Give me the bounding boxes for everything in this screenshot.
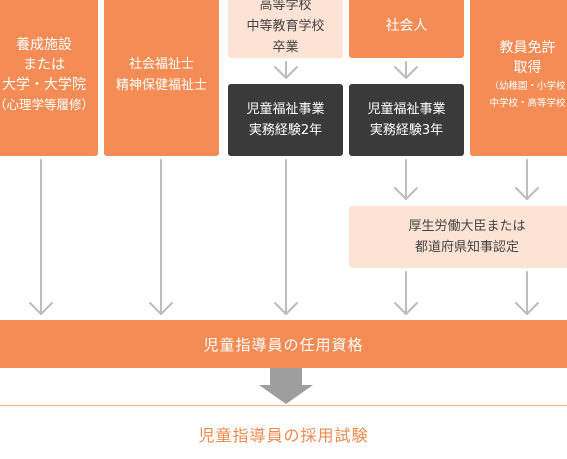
box-teacher-license-line-1: 教員免許 xyxy=(499,40,556,56)
qualification-bar: 児童指導員の任用資格 xyxy=(0,320,567,368)
box-facility-line-1: 養成施設 xyxy=(16,37,72,53)
box-highschool-line-2: 中等教育学校 xyxy=(246,18,325,34)
box-facility-line-4: （心理学等履修） xyxy=(0,97,94,112)
box-ministry-approval: 厚生労働大臣または 都道府県知事認定 xyxy=(349,206,567,268)
box-highschool: 高等学校 中等教育学校 卒業 xyxy=(228,0,343,58)
box-experience-2yr-line-1: 児童福祉事業 xyxy=(246,102,325,117)
box-social-worker-line-2: 精神保健福祉士 xyxy=(115,78,207,93)
box-facility-line-3: 大学・大学院 xyxy=(2,77,86,93)
box-highschool-line-3: 卒業 xyxy=(272,39,299,55)
box-experience-3yr-line-1: 児童福祉事業 xyxy=(367,102,446,117)
box-experience-3yr-line-2: 実務経験3年 xyxy=(369,123,444,138)
box-experience-2yr: 児童福祉事業 実務経験2年 xyxy=(228,84,343,156)
box-experience-3yr: 児童福祉事業 実務経験3年 xyxy=(349,84,464,156)
exam-title: 児童指導員の採用試験 xyxy=(198,426,369,445)
box-facility-line-2: または xyxy=(23,57,65,73)
box-ministry-approval-line-2: 都道府県知事認定 xyxy=(414,240,519,255)
box-social-worker-line-1: 社会福祉士 xyxy=(128,57,194,72)
exam-divider xyxy=(0,405,567,406)
qualification-bar-label: 児童指導員の任用資格 xyxy=(203,335,364,354)
box-teacher-license: 教員免許 取得 （幼稚園・小学校 中学校・高等学校 xyxy=(470,0,567,156)
box-social-worker: 社会福祉士 精神保健福祉士 xyxy=(104,0,219,156)
box-teacher-license-line-2: 取得 xyxy=(513,60,542,76)
box-teacher-license-line-3: （幼稚園・小学校 xyxy=(489,81,566,92)
big-down-arrow xyxy=(259,368,313,404)
box-teacher-license-line-4: 中学校・高等学校 xyxy=(489,98,566,109)
box-highschool-line-1: 高等学校 xyxy=(259,0,312,13)
box-ministry-approval-line-1: 厚生労働大臣または xyxy=(408,219,526,234)
box-facility: 養成施設 または 大学・大学院 （心理学等履修） xyxy=(0,0,98,156)
box-working-adult: 社会人 xyxy=(349,0,464,58)
box-experience-2yr-line-2: 実務経験2年 xyxy=(248,123,323,138)
box-working-adult-line-1: 社会人 xyxy=(385,18,428,34)
